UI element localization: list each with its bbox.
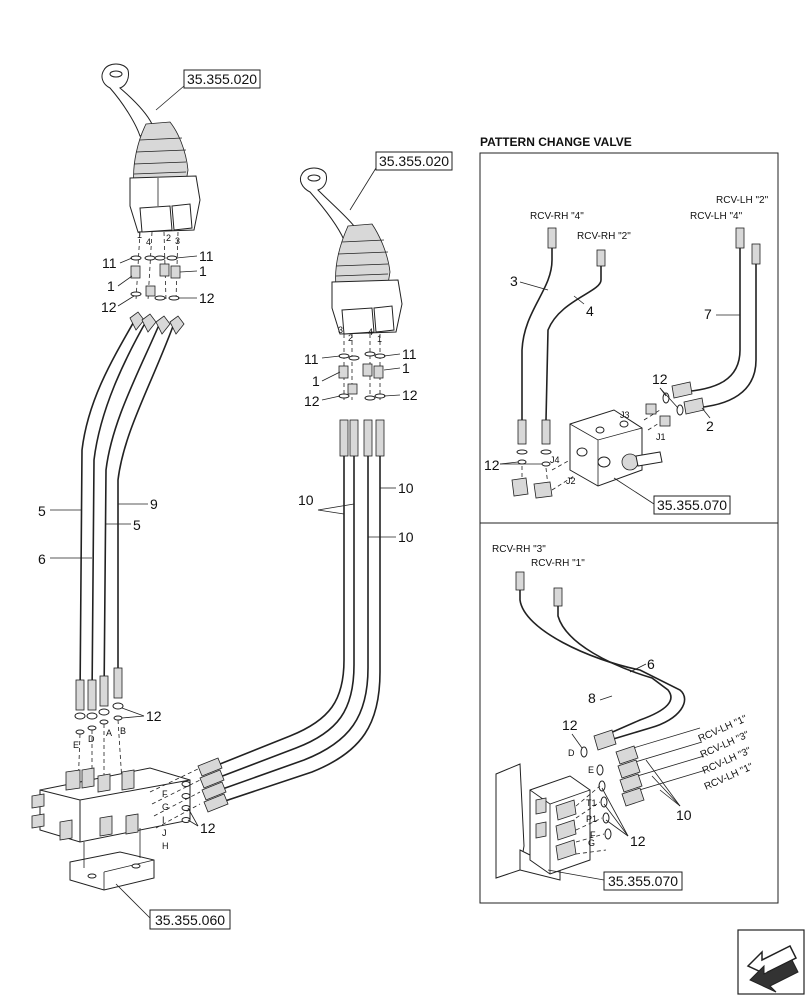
svg-text:J4: J4 <box>550 455 560 465</box>
svg-text:J2: J2 <box>566 476 576 486</box>
svg-text:11: 11 <box>402 346 417 362</box>
svg-text:A: A <box>106 728 112 738</box>
left-joystick-callouts: 11 11 1 1 12 12 <box>101 248 215 315</box>
pattern-top-port-labels: J4 J2 J3 J1 <box>550 410 666 486</box>
svg-text:6: 6 <box>38 551 46 567</box>
svg-text:11: 11 <box>199 248 214 264</box>
svg-text:9: 9 <box>150 496 158 512</box>
pattern-change-valve-frame <box>479 152 779 904</box>
svg-text:I: I <box>162 815 165 825</box>
svg-text:2: 2 <box>706 418 714 434</box>
svg-text:10: 10 <box>676 807 692 823</box>
right-joystick-callouts: 11 11 1 1 12 12 <box>304 346 418 409</box>
svg-text:2: 2 <box>166 233 171 243</box>
svg-text:D: D <box>88 734 95 744</box>
svg-text:35.355.060: 35.355.060 <box>155 912 225 928</box>
arrow-back-icon[interactable] <box>737 929 805 995</box>
svg-text:J1: J1 <box>656 432 666 442</box>
svg-text:10: 10 <box>398 480 414 496</box>
svg-text:1: 1 <box>199 263 207 279</box>
svg-text:10: 10 <box>398 529 414 545</box>
right-joystick <box>299 167 403 335</box>
svg-text:RCV-RH "3": RCV-RH "3" <box>492 544 546 555</box>
svg-text:6: 6 <box>647 656 655 672</box>
svg-text:11: 11 <box>304 351 319 367</box>
svg-text:35.355.070: 35.355.070 <box>608 873 678 889</box>
svg-text:12: 12 <box>101 299 117 315</box>
svg-text:12: 12 <box>562 717 578 733</box>
pattern-top-rcv-labels: RCV-RH "4" RCV-RH "2" RCV-LH "2" RCV-LH … <box>530 195 769 242</box>
svg-text:F: F <box>590 830 596 840</box>
svg-text:F: F <box>162 789 168 799</box>
svg-text:RCV-LH "2": RCV-LH "2" <box>716 195 769 206</box>
pattern-change-valve-block-bottom <box>495 763 607 881</box>
svg-text:35.355.070: 35.355.070 <box>657 497 727 513</box>
svg-text:1: 1 <box>377 334 382 344</box>
svg-text:12: 12 <box>304 393 320 409</box>
svg-text:E: E <box>588 765 594 775</box>
svg-text:5: 5 <box>133 517 141 533</box>
svg-text:RCV-LH "4": RCV-LH "4" <box>690 211 743 222</box>
ref-box-main-valve[interactable]: 35.355.060 <box>115 883 231 930</box>
left-joystick <box>101 63 201 233</box>
svg-text:P1: P1 <box>586 814 597 824</box>
main-valve-port-labels: F G I J H 12 <box>149 767 216 851</box>
left-joystick-fittings: 1 4 2 3 <box>130 230 181 301</box>
svg-text:J3: J3 <box>620 410 630 420</box>
svg-text:4: 4 <box>146 237 151 247</box>
svg-text:T1: T1 <box>586 798 597 808</box>
main-control-valve <box>31 767 191 891</box>
svg-text:RCV-RH "1": RCV-RH "1" <box>531 558 585 569</box>
svg-text:3: 3 <box>510 273 518 289</box>
svg-text:1: 1 <box>402 360 410 376</box>
svg-text:J: J <box>162 828 167 838</box>
svg-text:RCV-RH "4": RCV-RH "4" <box>530 211 584 222</box>
pattern-change-valve-title: PATTERN CHANGE VALVE <box>480 135 632 149</box>
svg-text:12: 12 <box>652 371 668 387</box>
svg-text:11: 11 <box>102 255 117 271</box>
svg-text:G: G <box>162 802 169 812</box>
svg-text:1: 1 <box>107 278 115 294</box>
right-hose-callouts: 10 10 10 <box>298 480 414 545</box>
svg-text:E: E <box>73 740 79 750</box>
svg-text:3: 3 <box>338 325 343 335</box>
svg-text:4: 4 <box>586 303 594 319</box>
svg-text:12: 12 <box>630 833 646 849</box>
svg-text:4: 4 <box>368 327 373 337</box>
left-hoses: E D A B <box>73 311 185 791</box>
ref-box-pattern-top[interactable]: 35.355.070 <box>613 477 731 515</box>
pattern-top-callouts: 3 4 7 12 2 12 <box>484 273 740 473</box>
svg-text:12: 12 <box>402 387 418 403</box>
ref-box-joystick-left[interactable]: 35.355.020 <box>155 69 261 111</box>
pattern-bottom-port-labels: D E T1 P1 F G <box>568 748 597 848</box>
svg-text:8: 8 <box>588 690 596 706</box>
svg-text:12: 12 <box>484 457 500 473</box>
svg-text:7: 7 <box>704 306 712 322</box>
svg-text:12: 12 <box>146 708 162 724</box>
svg-text:B: B <box>120 726 126 736</box>
svg-text:5: 5 <box>38 503 46 519</box>
svg-text:35.355.020: 35.355.020 <box>187 71 257 87</box>
svg-text:2: 2 <box>348 333 353 343</box>
right-hoses <box>197 419 385 813</box>
svg-text:12: 12 <box>200 820 216 836</box>
pattern-bottom-hoses <box>515 571 707 840</box>
svg-text:H: H <box>162 841 169 851</box>
svg-text:G: G <box>588 838 595 848</box>
svg-text:RCV-RH "2": RCV-RH "2" <box>577 231 631 242</box>
svg-text:1: 1 <box>137 230 142 240</box>
svg-text:35.355.020: 35.355.020 <box>379 153 449 169</box>
svg-text:D: D <box>568 748 575 758</box>
svg-text:1: 1 <box>312 373 320 389</box>
ref-box-joystick-right[interactable]: 35.355.020 <box>349 151 453 211</box>
right-joystick-fittings: 3 2 4 1 <box>338 325 386 401</box>
left-hose-callouts: 5 6 9 5 12 <box>38 496 162 724</box>
pattern-bottom-callouts: 6 8 12 10 12 <box>562 656 692 849</box>
svg-text:12: 12 <box>199 290 215 306</box>
ref-box-pattern-bottom[interactable]: 35.355.070 <box>547 869 683 891</box>
svg-text:10: 10 <box>298 492 314 508</box>
svg-text:3: 3 <box>175 236 180 246</box>
pattern-change-valve-block-top <box>511 403 671 499</box>
